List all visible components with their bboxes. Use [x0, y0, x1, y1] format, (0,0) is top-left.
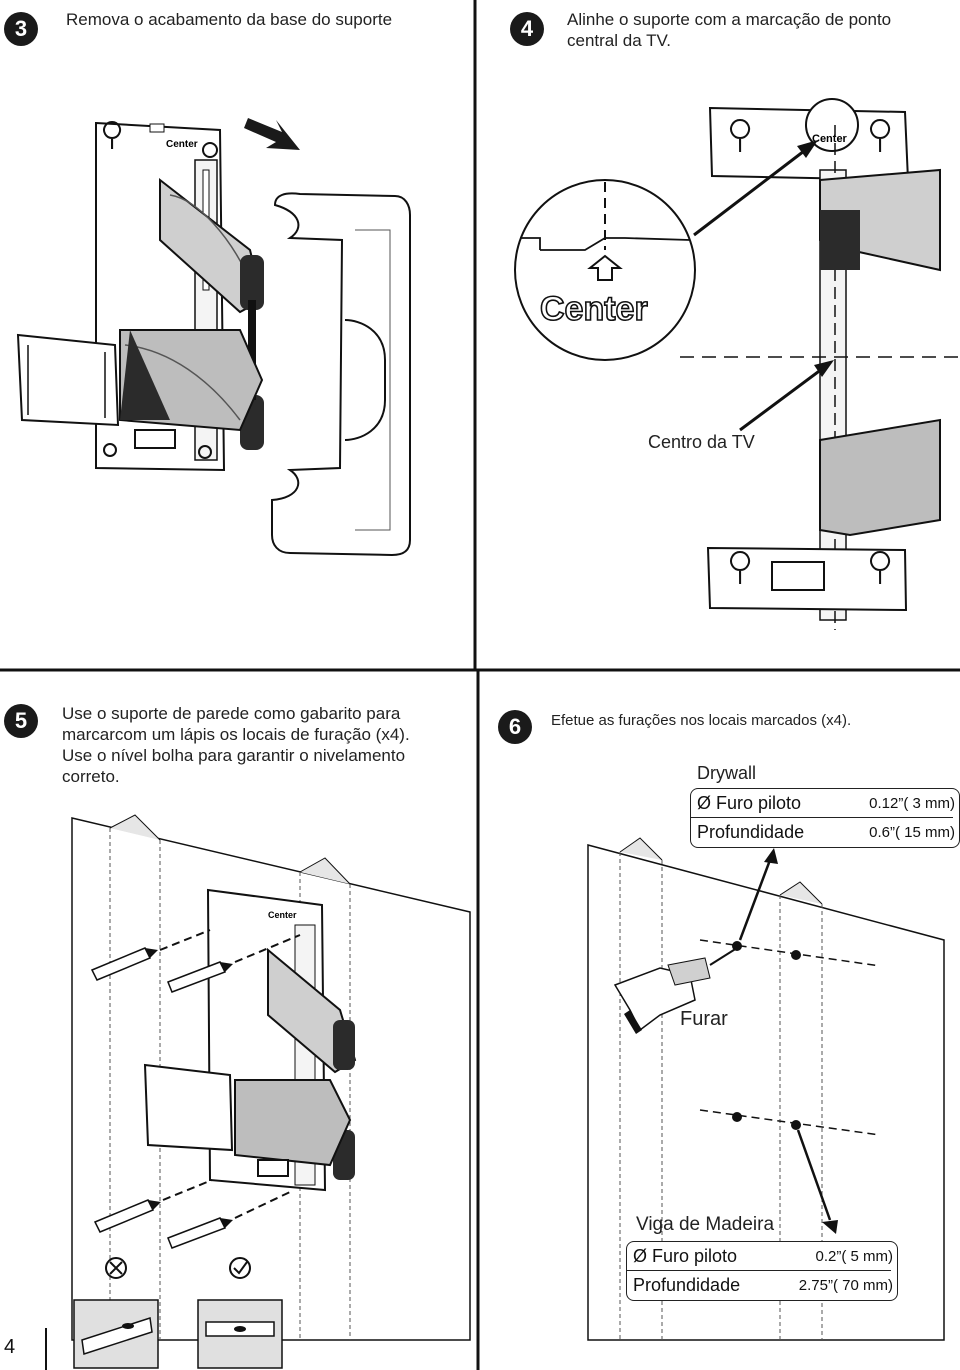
step-4-text-line2: central da TV. [567, 31, 671, 50]
drill-icon [613, 947, 738, 1034]
drywall-label: Drywall [697, 763, 757, 783]
step-5-number: 5 [4, 704, 38, 738]
wood-depth-label: Profundidade [633, 1274, 741, 1295]
drywall-pilot-label: Ø Furo piloto [697, 792, 802, 813]
bubble-level-straight [197, 1299, 283, 1369]
pencil-icon [167, 934, 301, 993]
step-5-line3: Use o nível bolha para garantir o nivela… [62, 746, 406, 765]
center-mark-small-3: Center [268, 910, 297, 920]
pencil-icon [90, 929, 211, 981]
pencil-icon [93, 1179, 213, 1233]
center-mark-small: Center [166, 139, 198, 150]
furar-label: Furar [680, 1008, 728, 1030]
step-6-text: Efetue as furações nos locais marcados (… [551, 712, 852, 729]
step-4-number: 4 [510, 12, 544, 46]
step-3-text: Remova o acabamento da base do suporte [66, 10, 393, 29]
wood-spec-box: Ø Furo piloto 0.2”( 5 mm) Profundidade 2.7… [626, 1241, 898, 1301]
step-6-number: 6 [498, 710, 532, 744]
center-mark-small-2: Center [812, 133, 848, 145]
cross-circle-icon [105, 1257, 127, 1279]
drywall-pilot-value: 0.12”( 3 mm) [869, 794, 955, 812]
centro-tv-label: Centro da TV [648, 432, 755, 452]
wood-pilot-value: 0.2”( 5 mm) [815, 1247, 893, 1265]
step-4-text-line1: Alinhe o suporte com a marcação de ponto [567, 10, 892, 29]
check-circle-icon [229, 1257, 251, 1279]
step-5-line1: Use o suporte de parede como gabarito pa… [62, 704, 401, 723]
drywall-depth-label: Profundidade [697, 821, 805, 842]
step-5-line2: marcarcom um lápis os locais de furação … [62, 725, 410, 744]
step-3-number: 3 [4, 12, 38, 46]
drywall-spec-box: Ø Furo piloto 0.12”( 3 mm) Profundidade 0.… [690, 788, 960, 848]
center-mark-zoom: Center [540, 290, 648, 328]
page-number: 4 [4, 1336, 16, 1358]
pencil-icon [167, 1191, 291, 1249]
bubble-level-tilted [73, 1299, 159, 1369]
drywall-depth-value: 0.6”( 15 mm) [869, 823, 955, 841]
wood-pilot-label: Ø Furo piloto [633, 1245, 738, 1266]
step-5-line4: correto. [62, 767, 120, 786]
wood-depth-value: 2.75”( 70 mm) [798, 1276, 893, 1294]
viga-label: Viga de Madeira [636, 1214, 775, 1235]
